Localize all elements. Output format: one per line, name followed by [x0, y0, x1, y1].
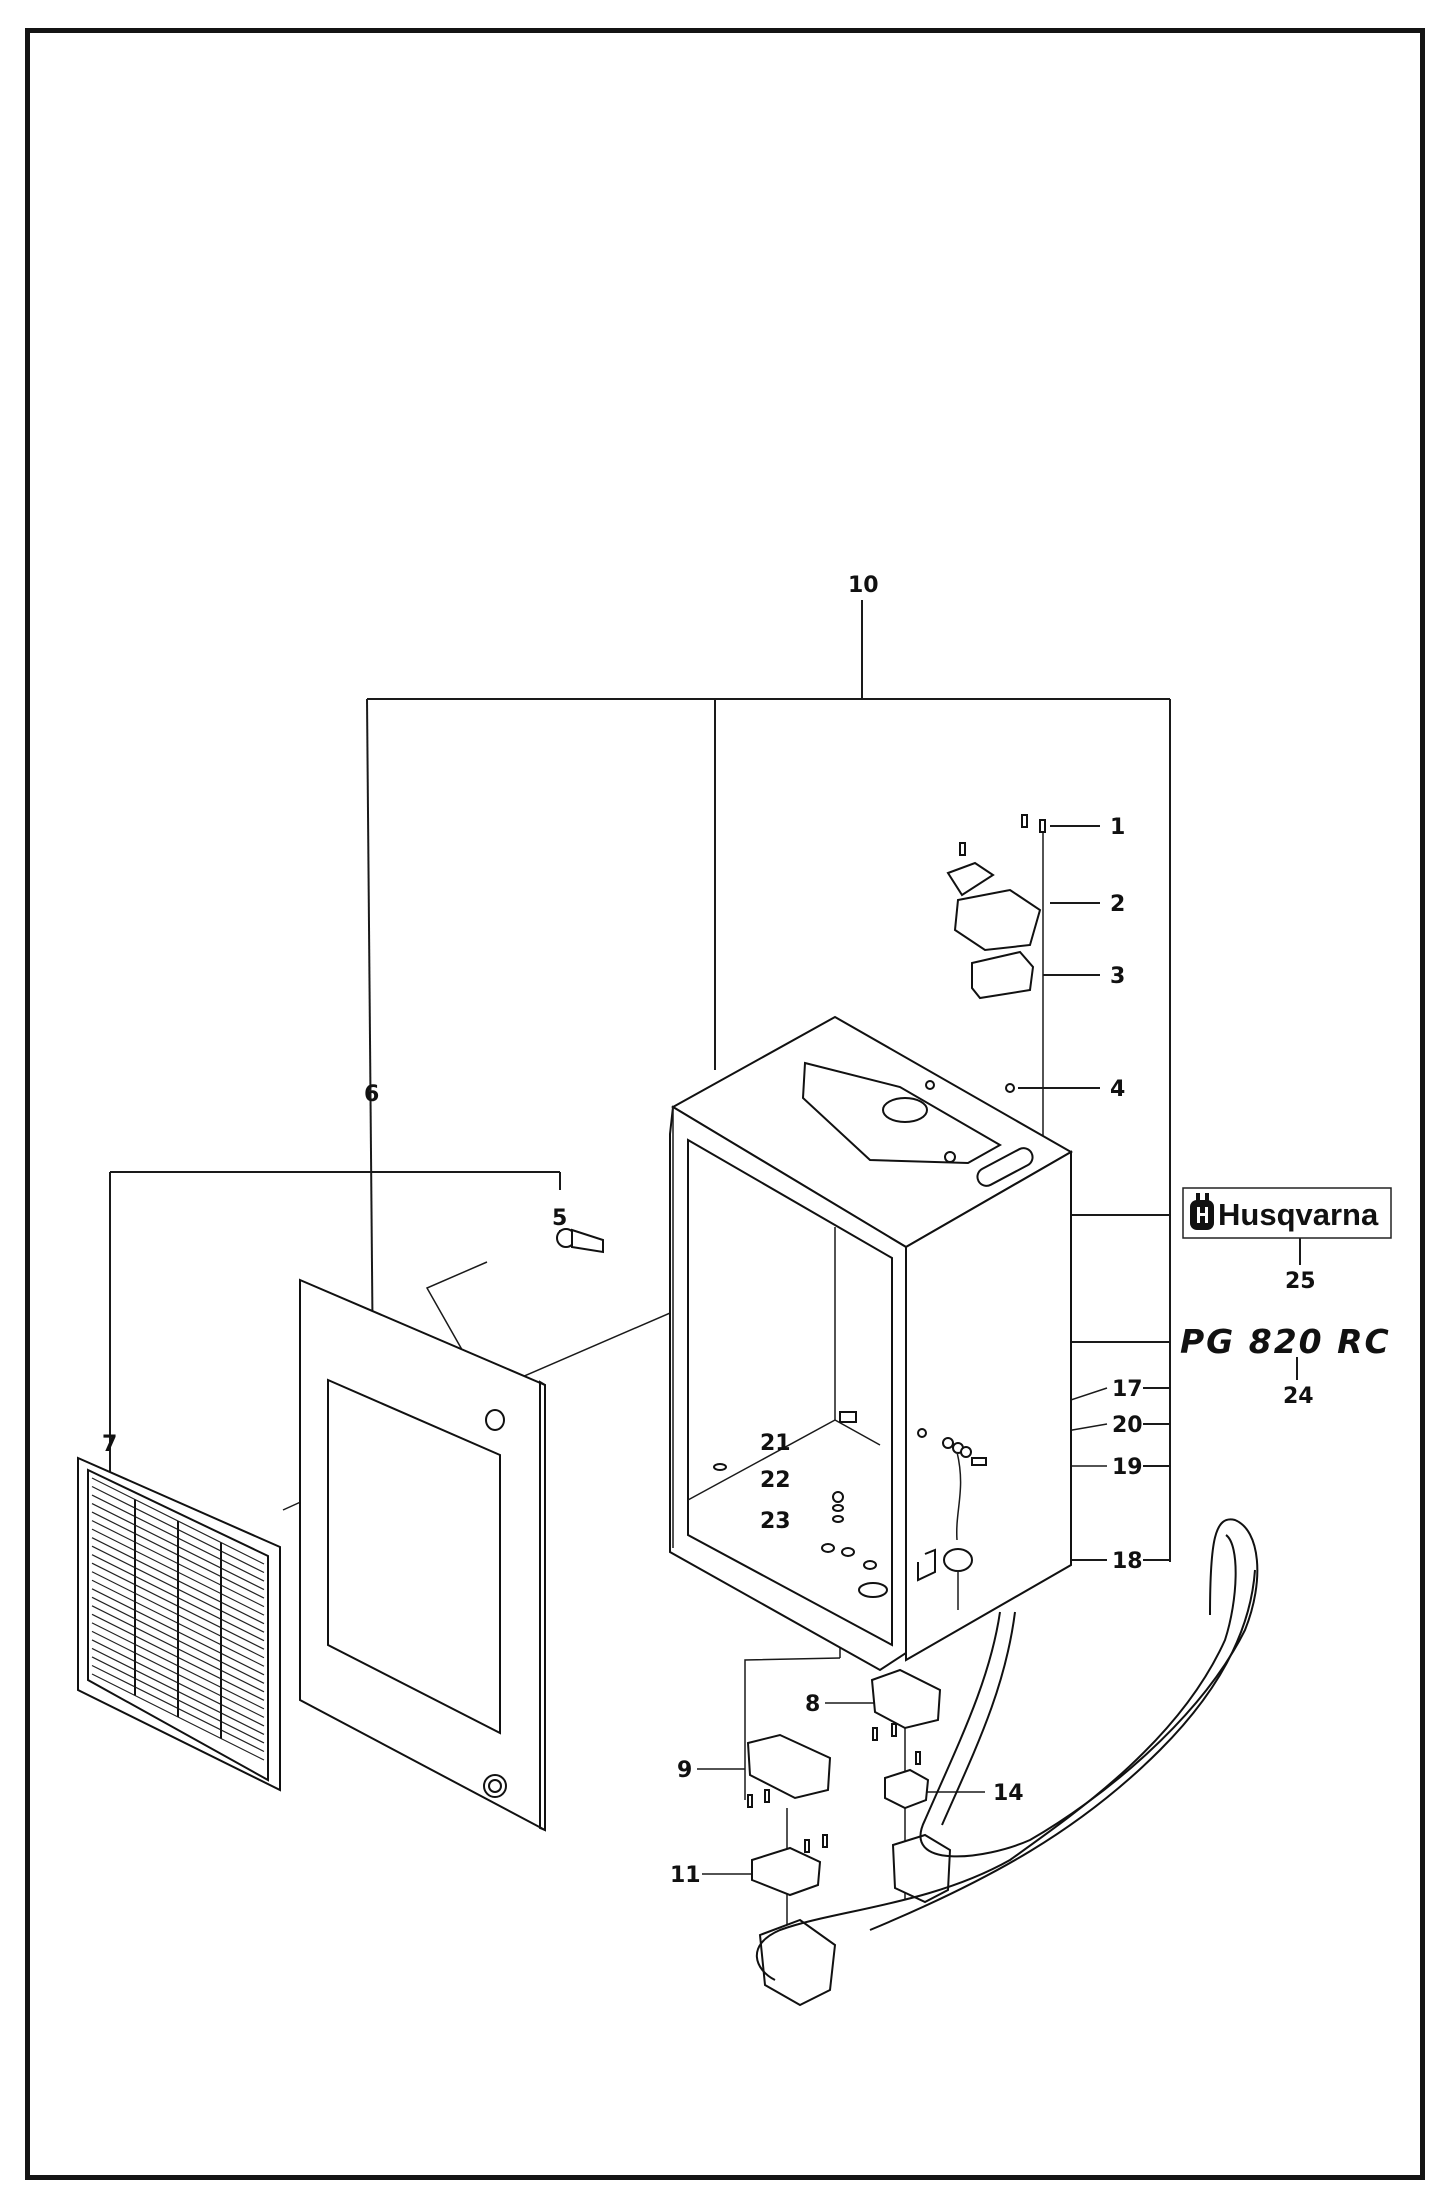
lock: [556, 1228, 604, 1254]
callout-2: 2: [1110, 892, 1125, 917]
lower-connectors: [746, 1668, 952, 2007]
callout-7: 7: [102, 1432, 117, 1457]
callout-10: 10: [848, 573, 879, 598]
callout-6: 6: [364, 1082, 379, 1107]
callout-22: 22: [760, 1468, 791, 1493]
callout-20: 20: [1112, 1413, 1143, 1438]
side-hardware: [917, 1437, 987, 1610]
grille-louvers: [91, 1477, 265, 1761]
callout-21: 21: [760, 1431, 791, 1456]
model-text: PG 820 RC: [1180, 1322, 1391, 1361]
cable-hose: [755, 1518, 1259, 1981]
callout-19: 19: [1112, 1455, 1143, 1480]
callout-17: 17: [1112, 1377, 1143, 1402]
callout-1: 1: [1110, 815, 1125, 840]
callout-4: 4: [1110, 1077, 1125, 1102]
callout-25: 25: [1285, 1269, 1316, 1294]
brand-text: Husqvarna: [1218, 1197, 1379, 1232]
diagram-frame: [25, 28, 1425, 2180]
husqvarna-crown-logo-icon: [1190, 1193, 1214, 1230]
grille: [77, 1456, 281, 1792]
callout-9: 9: [677, 1758, 692, 1783]
callout-8: 8: [805, 1692, 820, 1717]
door: [299, 1278, 546, 1832]
model-decal: PG 820 RC: [1180, 1322, 1391, 1361]
cabinet: [669, 1015, 1074, 1672]
callout-5: 5: [552, 1206, 567, 1231]
callout-3: 3: [1110, 964, 1125, 989]
floor-washers: [832, 1491, 844, 1523]
callout-labels: 1 2 3 4 5 6 7 8 9 10 11 14 17 18 19 20 2…: [102, 573, 1316, 1888]
callout-24: 24: [1283, 1384, 1314, 1409]
callout-23: 23: [760, 1509, 791, 1534]
callout-11: 11: [670, 1863, 701, 1888]
top-connector: [925, 814, 1046, 1163]
callout-18: 18: [1112, 1549, 1143, 1574]
callout-14: 14: [993, 1781, 1024, 1806]
husqvarna-decal: Husqvarna: [1182, 1187, 1392, 1239]
